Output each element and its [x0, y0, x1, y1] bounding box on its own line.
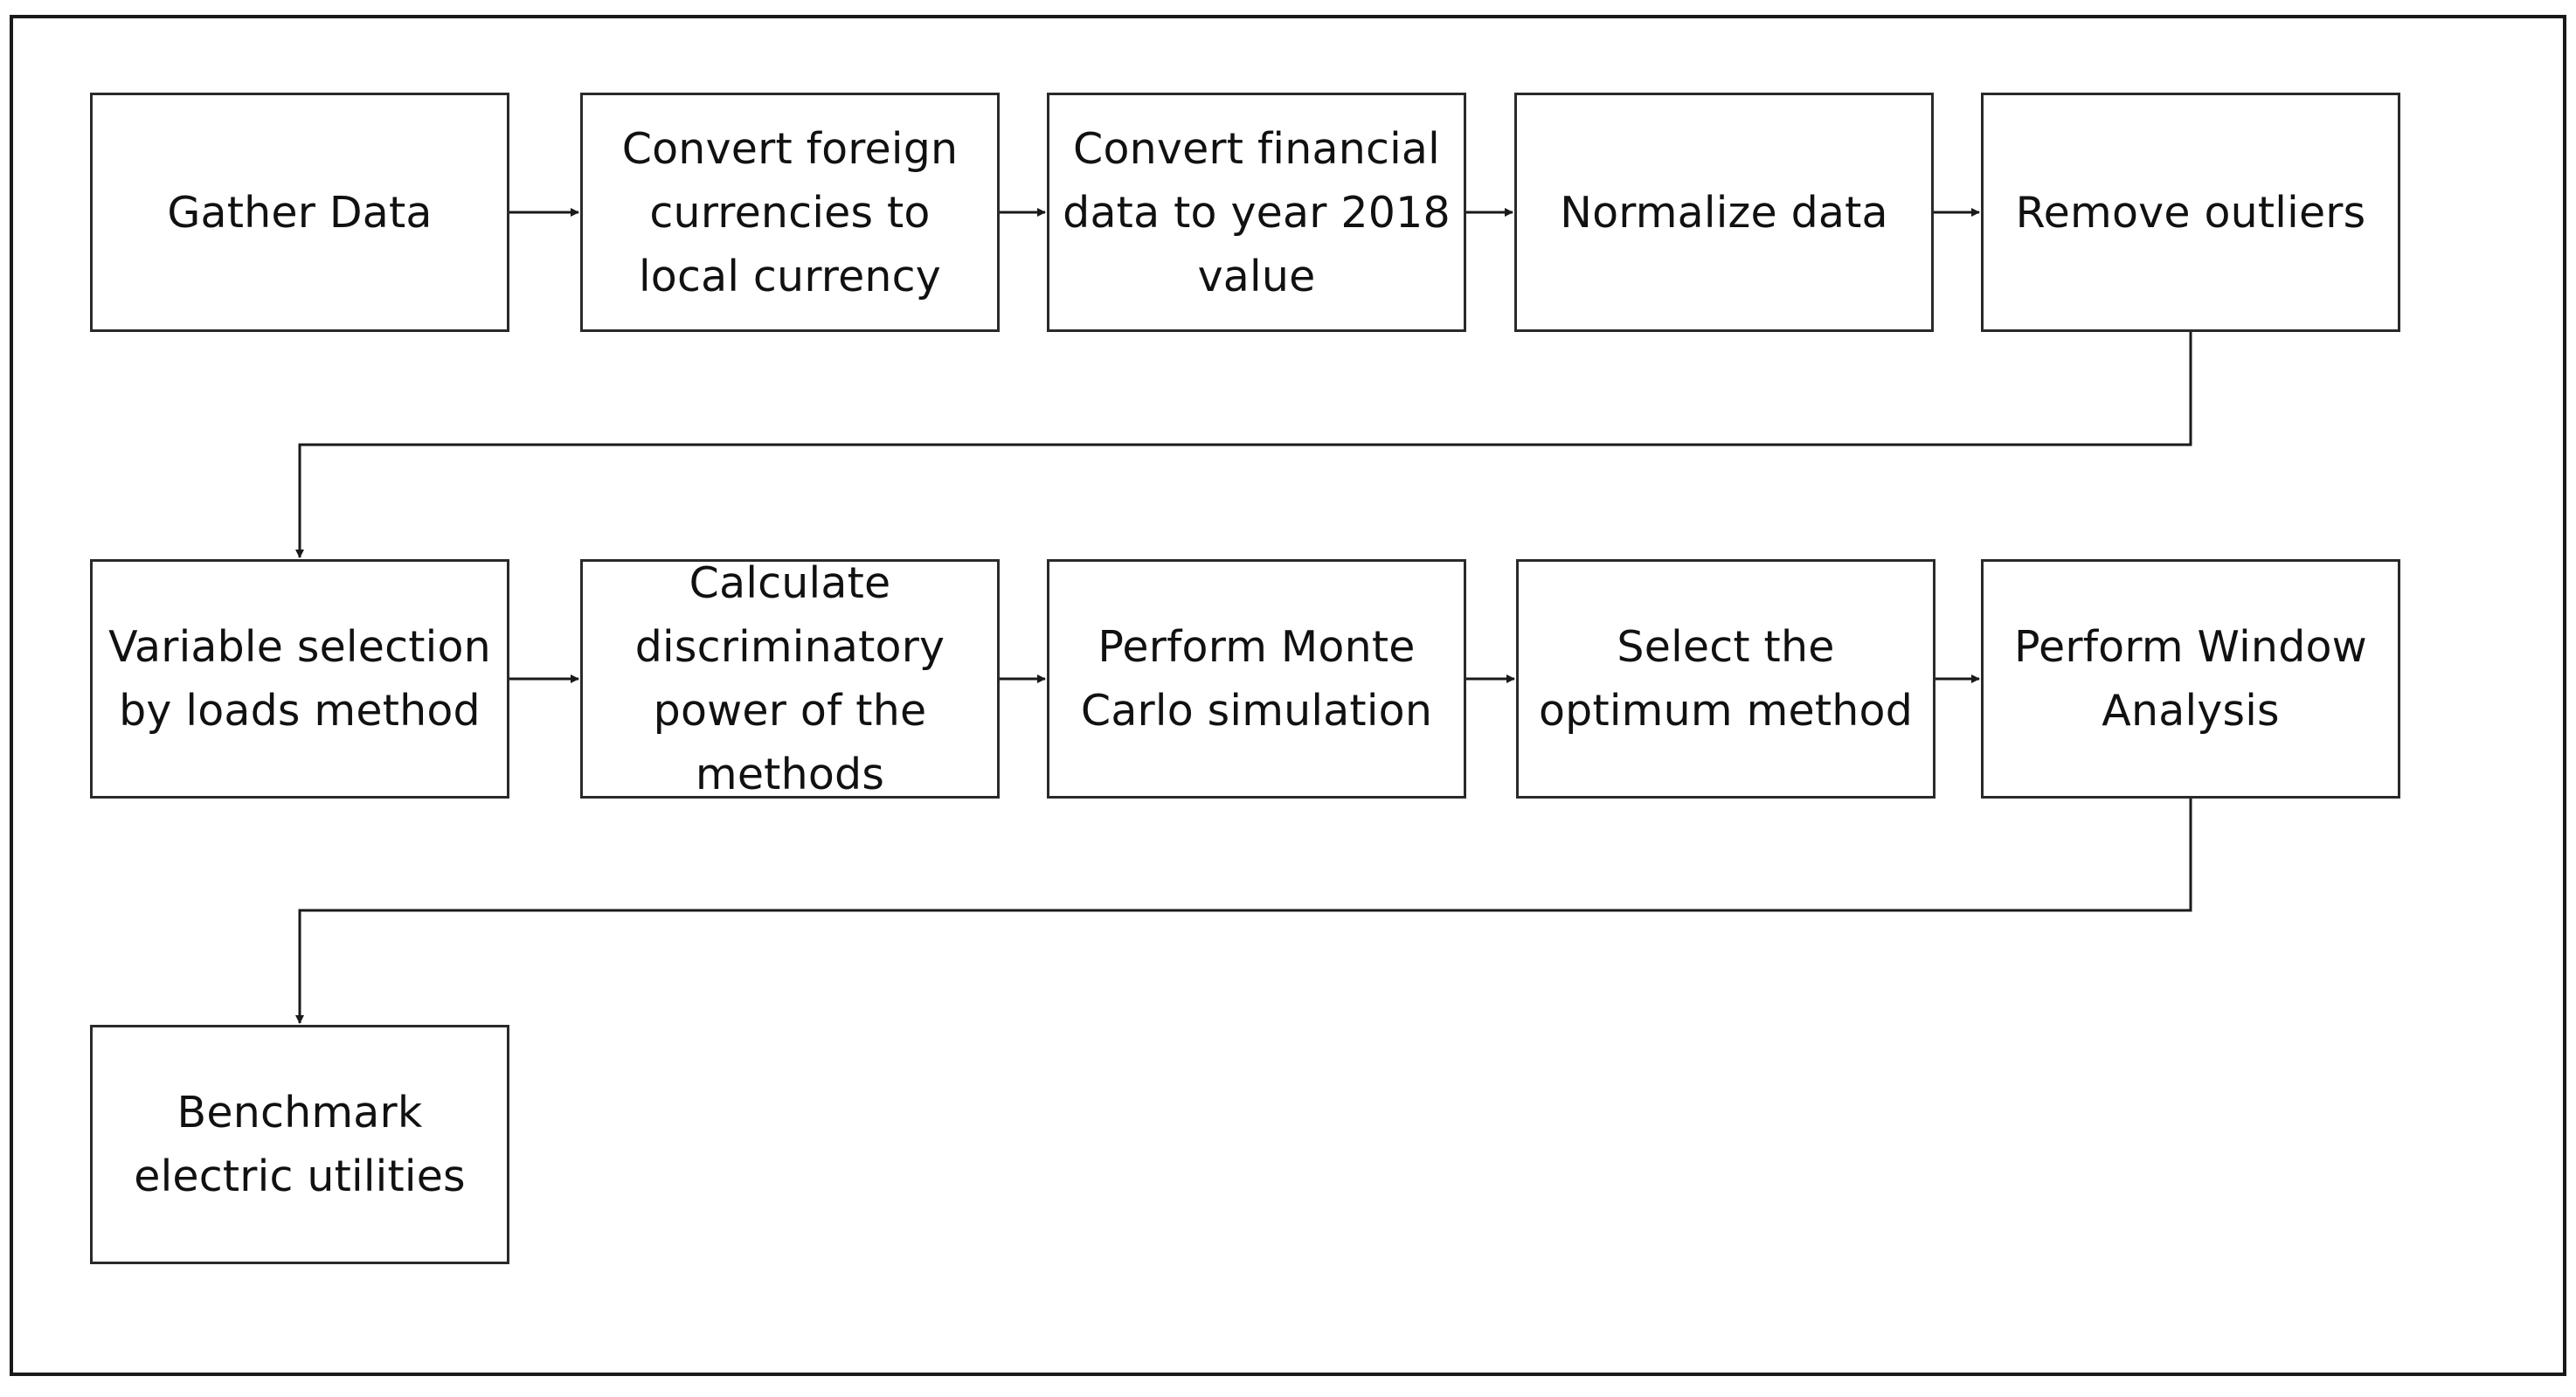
step-remove-outliers: Remove outliers [1981, 93, 2400, 332]
step-label: Benchmark electric utilities [134, 1088, 466, 1201]
step-variable-selection: Variable selection by loads method [90, 559, 509, 799]
step-normalize-data: Normalize data [1514, 93, 1934, 332]
step-window-analysis: Perform Window Analysis [1981, 559, 2400, 799]
step-benchmark: Benchmark electric utilities [90, 1025, 509, 1264]
step-label: Calculate discriminatory power of the me… [634, 558, 945, 799]
step-label: Perform Monte Carlo simulation [1080, 622, 1433, 736]
step-label: Convert financial data to year 2018 valu… [1063, 123, 1451, 301]
step-convert-currency: Convert foreign currencies to local curr… [580, 93, 1000, 332]
step-discriminatory-power: Calculate discriminatory power of the me… [580, 558, 1000, 799]
step-label: Normalize data [1560, 187, 1888, 238]
step-monte-carlo: Perform Monte Carlo simulation [1047, 559, 1466, 799]
step-label: Select the optimum method [1538, 622, 1914, 736]
step-label: Convert foreign currencies to local curr… [621, 123, 959, 301]
step-gather-data: Gather Data [90, 93, 509, 332]
step-label: Perform Window Analysis [2014, 622, 2367, 736]
step-convert-year-value: Convert financial data to year 2018 valu… [1047, 93, 1466, 332]
diagram-frame [10, 15, 2566, 1376]
step-label: Remove outliers [2015, 187, 2366, 238]
step-label: Variable selection by loads method [108, 622, 491, 736]
step-label: Gather Data [167, 187, 433, 238]
step-select-optimum: Select the optimum method [1516, 559, 1935, 799]
